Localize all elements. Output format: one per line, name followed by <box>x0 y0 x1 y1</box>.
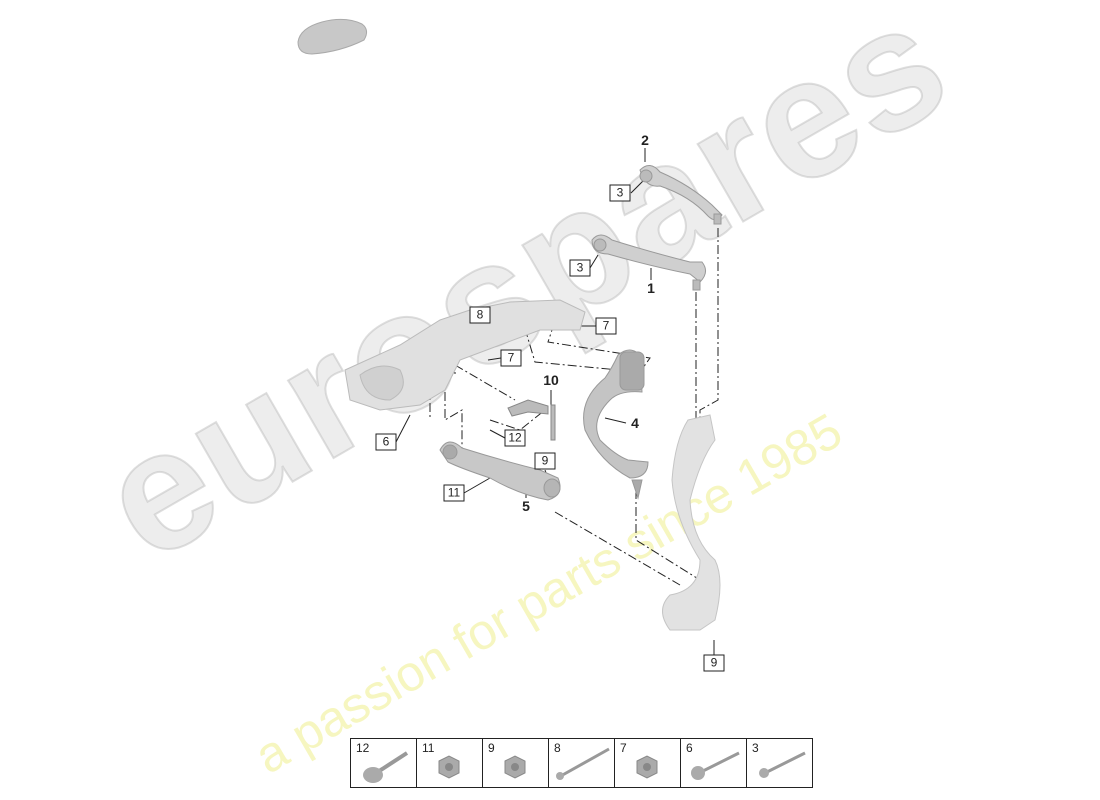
round-head-bolt-icon <box>691 751 740 780</box>
parts-table-cell[interactable]: 7 <box>615 739 681 787</box>
callout-10: 10 <box>543 372 559 388</box>
flange-bolt-icon <box>363 751 409 783</box>
parts-table-cell[interactable]: 12 <box>351 739 417 787</box>
callout-4: 4 <box>631 415 639 431</box>
upper-control-arm-2 <box>639 165 723 225</box>
callout-8[interactable]: 8 <box>469 306 491 324</box>
callout-2: 2 <box>641 132 649 148</box>
hex-nut-icon <box>438 755 460 779</box>
parts-table-cell[interactable]: 3 <box>747 739 812 787</box>
part-number: 11 <box>422 741 435 755</box>
callout-11[interactable]: 11 <box>443 484 465 502</box>
callout-9[interactable]: 9 <box>703 654 725 672</box>
part-number: 6 <box>686 741 693 755</box>
lower-control-arm-4 <box>583 349 649 500</box>
part-number: 3 <box>752 741 759 755</box>
parts-table-cell[interactable]: 9 <box>483 739 549 787</box>
hex-bolt-icon <box>759 751 806 778</box>
hex-nut-icon <box>636 755 658 779</box>
parts-table-cell[interactable]: 8 <box>549 739 615 787</box>
callout-7[interactable]: 7 <box>500 349 522 367</box>
part-number: 9 <box>488 741 495 755</box>
callout-5: 5 <box>522 498 530 514</box>
upper-control-arm-1 <box>591 234 706 291</box>
part-number: 7 <box>620 741 627 755</box>
parts-table-cell[interactable]: 6 <box>681 739 747 787</box>
parts-table-cell[interactable]: 11 <box>417 739 483 787</box>
callout-9[interactable]: 9 <box>534 452 556 470</box>
subframe <box>344 299 586 411</box>
bracket-10 <box>507 399 556 441</box>
part-number: 12 <box>356 741 370 755</box>
callout-3[interactable]: 3 <box>609 184 631 202</box>
hardware-parts-table: 12 11 9 8 7 6 3 <box>350 738 813 788</box>
callout-1: 1 <box>647 280 655 296</box>
callout-12[interactable]: 12 <box>504 429 526 447</box>
vehicle-thumbnail-icon <box>297 18 368 55</box>
callout-6[interactable]: 6 <box>375 433 397 451</box>
long-bolt-icon <box>556 747 610 780</box>
lower-control-arm-5 <box>439 441 561 501</box>
part-number: 8 <box>554 741 561 755</box>
callout-3[interactable]: 3 <box>569 259 591 277</box>
hex-nut-icon <box>504 755 526 779</box>
callout-7[interactable]: 7 <box>595 317 617 335</box>
wheel-carrier <box>662 414 721 631</box>
